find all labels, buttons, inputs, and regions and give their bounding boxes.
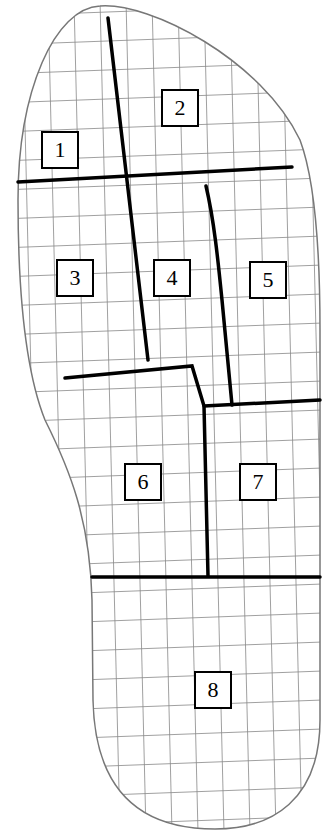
callout-box: 7: [239, 463, 277, 501]
callout-box: 6: [124, 463, 162, 501]
callout-box: 3: [56, 259, 94, 297]
callout-number: 1: [55, 139, 66, 161]
callout-box: 5: [249, 261, 287, 299]
callout-number: 2: [175, 97, 186, 119]
region-dividers: [18, 18, 320, 577]
callout-number: 8: [208, 679, 219, 701]
callout-box: 4: [153, 259, 191, 297]
callout-number: 6: [138, 471, 149, 493]
callout-number: 4: [167, 267, 178, 289]
callout-box: 8: [194, 671, 232, 709]
insole-outline: [18, 6, 320, 829]
callout-number: 5: [263, 269, 274, 291]
callout-box: 1: [41, 131, 79, 169]
callout-number: 3: [70, 267, 81, 289]
callout-number: 7: [253, 471, 264, 493]
callout-box: 2: [161, 89, 199, 127]
